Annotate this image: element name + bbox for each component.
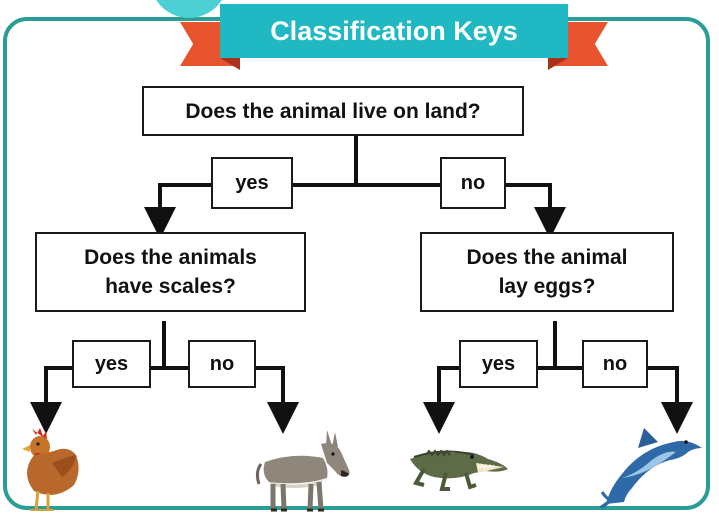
root-no-label: no bbox=[440, 157, 506, 209]
dolphin-image bbox=[599, 428, 702, 508]
donkey-image bbox=[255, 430, 350, 512]
crocodile-image bbox=[410, 449, 508, 491]
left-yes-label: yes bbox=[72, 340, 151, 388]
left-no-label: no bbox=[188, 340, 256, 388]
title-banner: Classification Keys bbox=[220, 4, 568, 58]
root-yes-label: yes bbox=[211, 157, 293, 209]
left-question-box: Does the animals have scales? bbox=[35, 232, 306, 312]
root-question-box: Does the animal live on land? bbox=[142, 86, 524, 136]
chicken-image bbox=[22, 428, 79, 511]
root-no-connector bbox=[356, 183, 566, 239]
right-yes-label: yes bbox=[459, 340, 538, 388]
right-no-label: no bbox=[582, 340, 648, 388]
right-question-box: Does the animal lay eggs? bbox=[420, 232, 674, 312]
